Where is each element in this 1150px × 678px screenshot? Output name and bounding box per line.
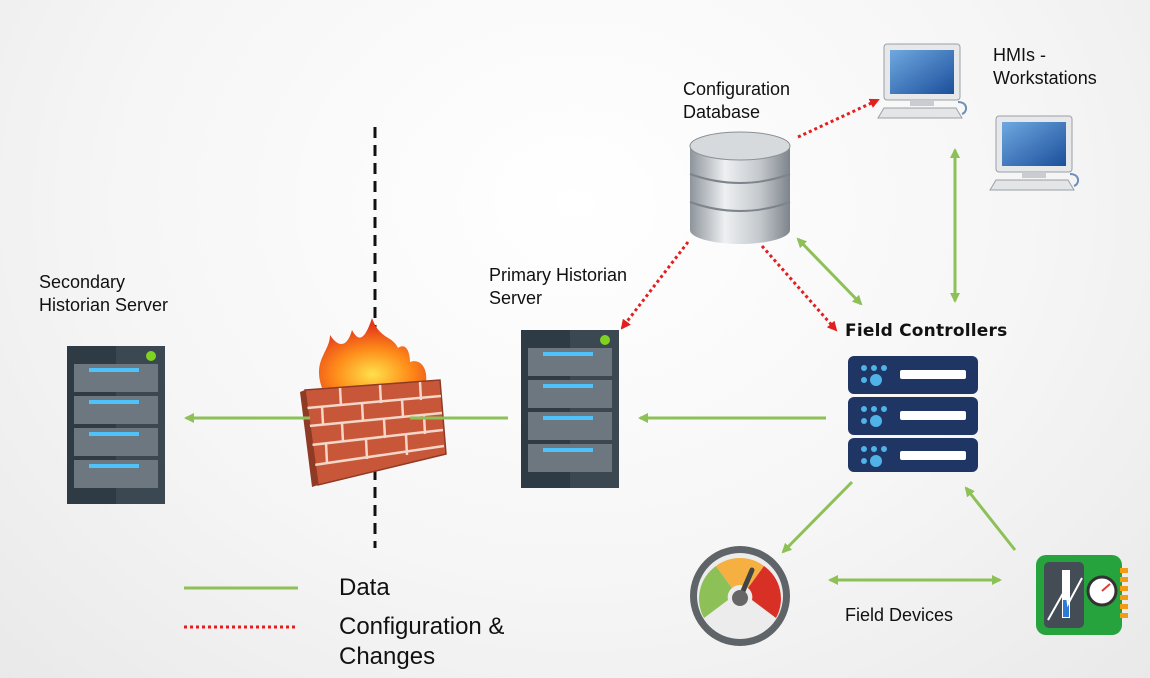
primary-historian-label: Primary Historian Server bbox=[489, 265, 628, 308]
config-arrow-db-to-hmi bbox=[797, 98, 880, 139]
database-icon bbox=[689, 131, 791, 244]
field-devices-label: Field Devices bbox=[845, 605, 954, 625]
legend-data-label: Data bbox=[339, 574, 390, 601]
workstation-icon bbox=[989, 115, 1080, 191]
hmi-workstations-label: HMIs - Workstations bbox=[993, 45, 1097, 88]
config-arrow-db-to-controllers bbox=[760, 245, 838, 332]
field-controllers-label: Field Controllers bbox=[845, 321, 1008, 341]
workstation-icon bbox=[877, 43, 968, 119]
legend-config-label: Configuration & Changes bbox=[339, 613, 505, 670]
secondary-historian-server-icon bbox=[67, 346, 165, 504]
secondary-historian-label: Secondary Historian Server bbox=[39, 272, 169, 315]
data-arrow-controllers-to-gauge bbox=[781, 480, 854, 554]
data-arrow-db-controllers bbox=[796, 237, 863, 306]
data-arrow-board-to-controllers bbox=[964, 486, 1017, 551]
primary-historian-server-icon bbox=[521, 330, 619, 488]
gauge-icon bbox=[690, 546, 790, 646]
sensor-board-icon bbox=[1036, 555, 1128, 635]
field-controller-icon bbox=[848, 356, 978, 472]
config-arrow-db-to-primary bbox=[620, 241, 690, 330]
firewall-icon bbox=[300, 318, 447, 487]
configuration-database-label: Configuration Database bbox=[683, 79, 791, 122]
